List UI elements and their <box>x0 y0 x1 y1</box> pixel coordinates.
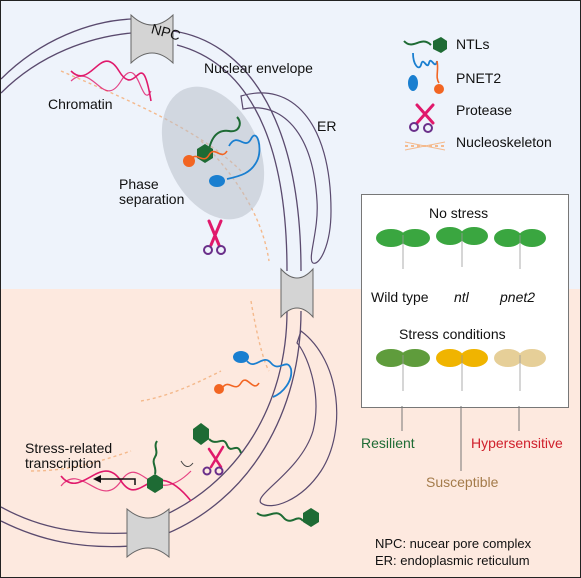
genotype-wild-type: Wild type <box>371 289 429 305</box>
er-label: ER <box>317 118 337 134</box>
genotype-pnet2: pnet2 <box>500 289 536 305</box>
transcription-arrow <box>93 475 136 485</box>
plant-hypersensitive <box>494 349 546 391</box>
outcome-hypersensitive: Hypersensitive <box>471 435 563 451</box>
ntl-cleavage <box>193 423 242 476</box>
npc-top <box>130 13 174 65</box>
legend-nucleoskeleton-label: Nucleoskeleton <box>456 134 552 150</box>
er-membrane <box>240 92 338 507</box>
legend-pnet2-icon <box>408 52 444 94</box>
footnote-er: ER: endoplasmic reticulum <box>375 553 530 568</box>
pnet2-lower <box>214 351 293 398</box>
outcome-resilient: Resilient <box>361 435 415 451</box>
plant-susceptible <box>436 349 488 391</box>
legend-ntl-icon <box>403 37 447 53</box>
legend-protease-icon <box>409 103 435 133</box>
plant-pnet2 <box>494 229 546 269</box>
plant-ntl <box>436 227 488 267</box>
legend-nucleoskeleton-icon <box>404 141 446 151</box>
stress-transcription-label: Stress-related transcription <box>25 440 113 472</box>
phenotype-plants <box>376 227 546 391</box>
ntl-chromatin-bound <box>147 440 194 493</box>
footnote-npc: NPC: nucear pore complex <box>375 536 532 551</box>
ntl-released <box>256 508 319 527</box>
legend-pnet2-label: PNET2 <box>456 70 502 86</box>
protease-icon <box>203 219 226 255</box>
chromatin-label: Chromatin <box>48 96 113 112</box>
no-stress-label: No stress <box>429 205 489 221</box>
nuclear-envelope-label: Nuclear envelope <box>204 60 313 76</box>
pnet2-protein <box>183 134 261 187</box>
phase-separation-label: Phase separation <box>119 176 185 208</box>
phenotype-box <box>361 194 569 408</box>
npc-bottom <box>126 507 170 559</box>
plant-resilient <box>376 349 430 391</box>
stress-conditions-label: Stress conditions <box>399 326 506 342</box>
legend-ntls-label: NTLs <box>456 36 490 52</box>
plant-wild-type <box>376 229 430 269</box>
npc-middle <box>280 267 314 319</box>
outcome-susceptible: Susceptible <box>426 474 499 490</box>
nuclear-envelope <box>1 18 302 548</box>
legend-protease-label: Protease <box>456 102 513 118</box>
genotype-ntl: ntl <box>454 289 469 305</box>
